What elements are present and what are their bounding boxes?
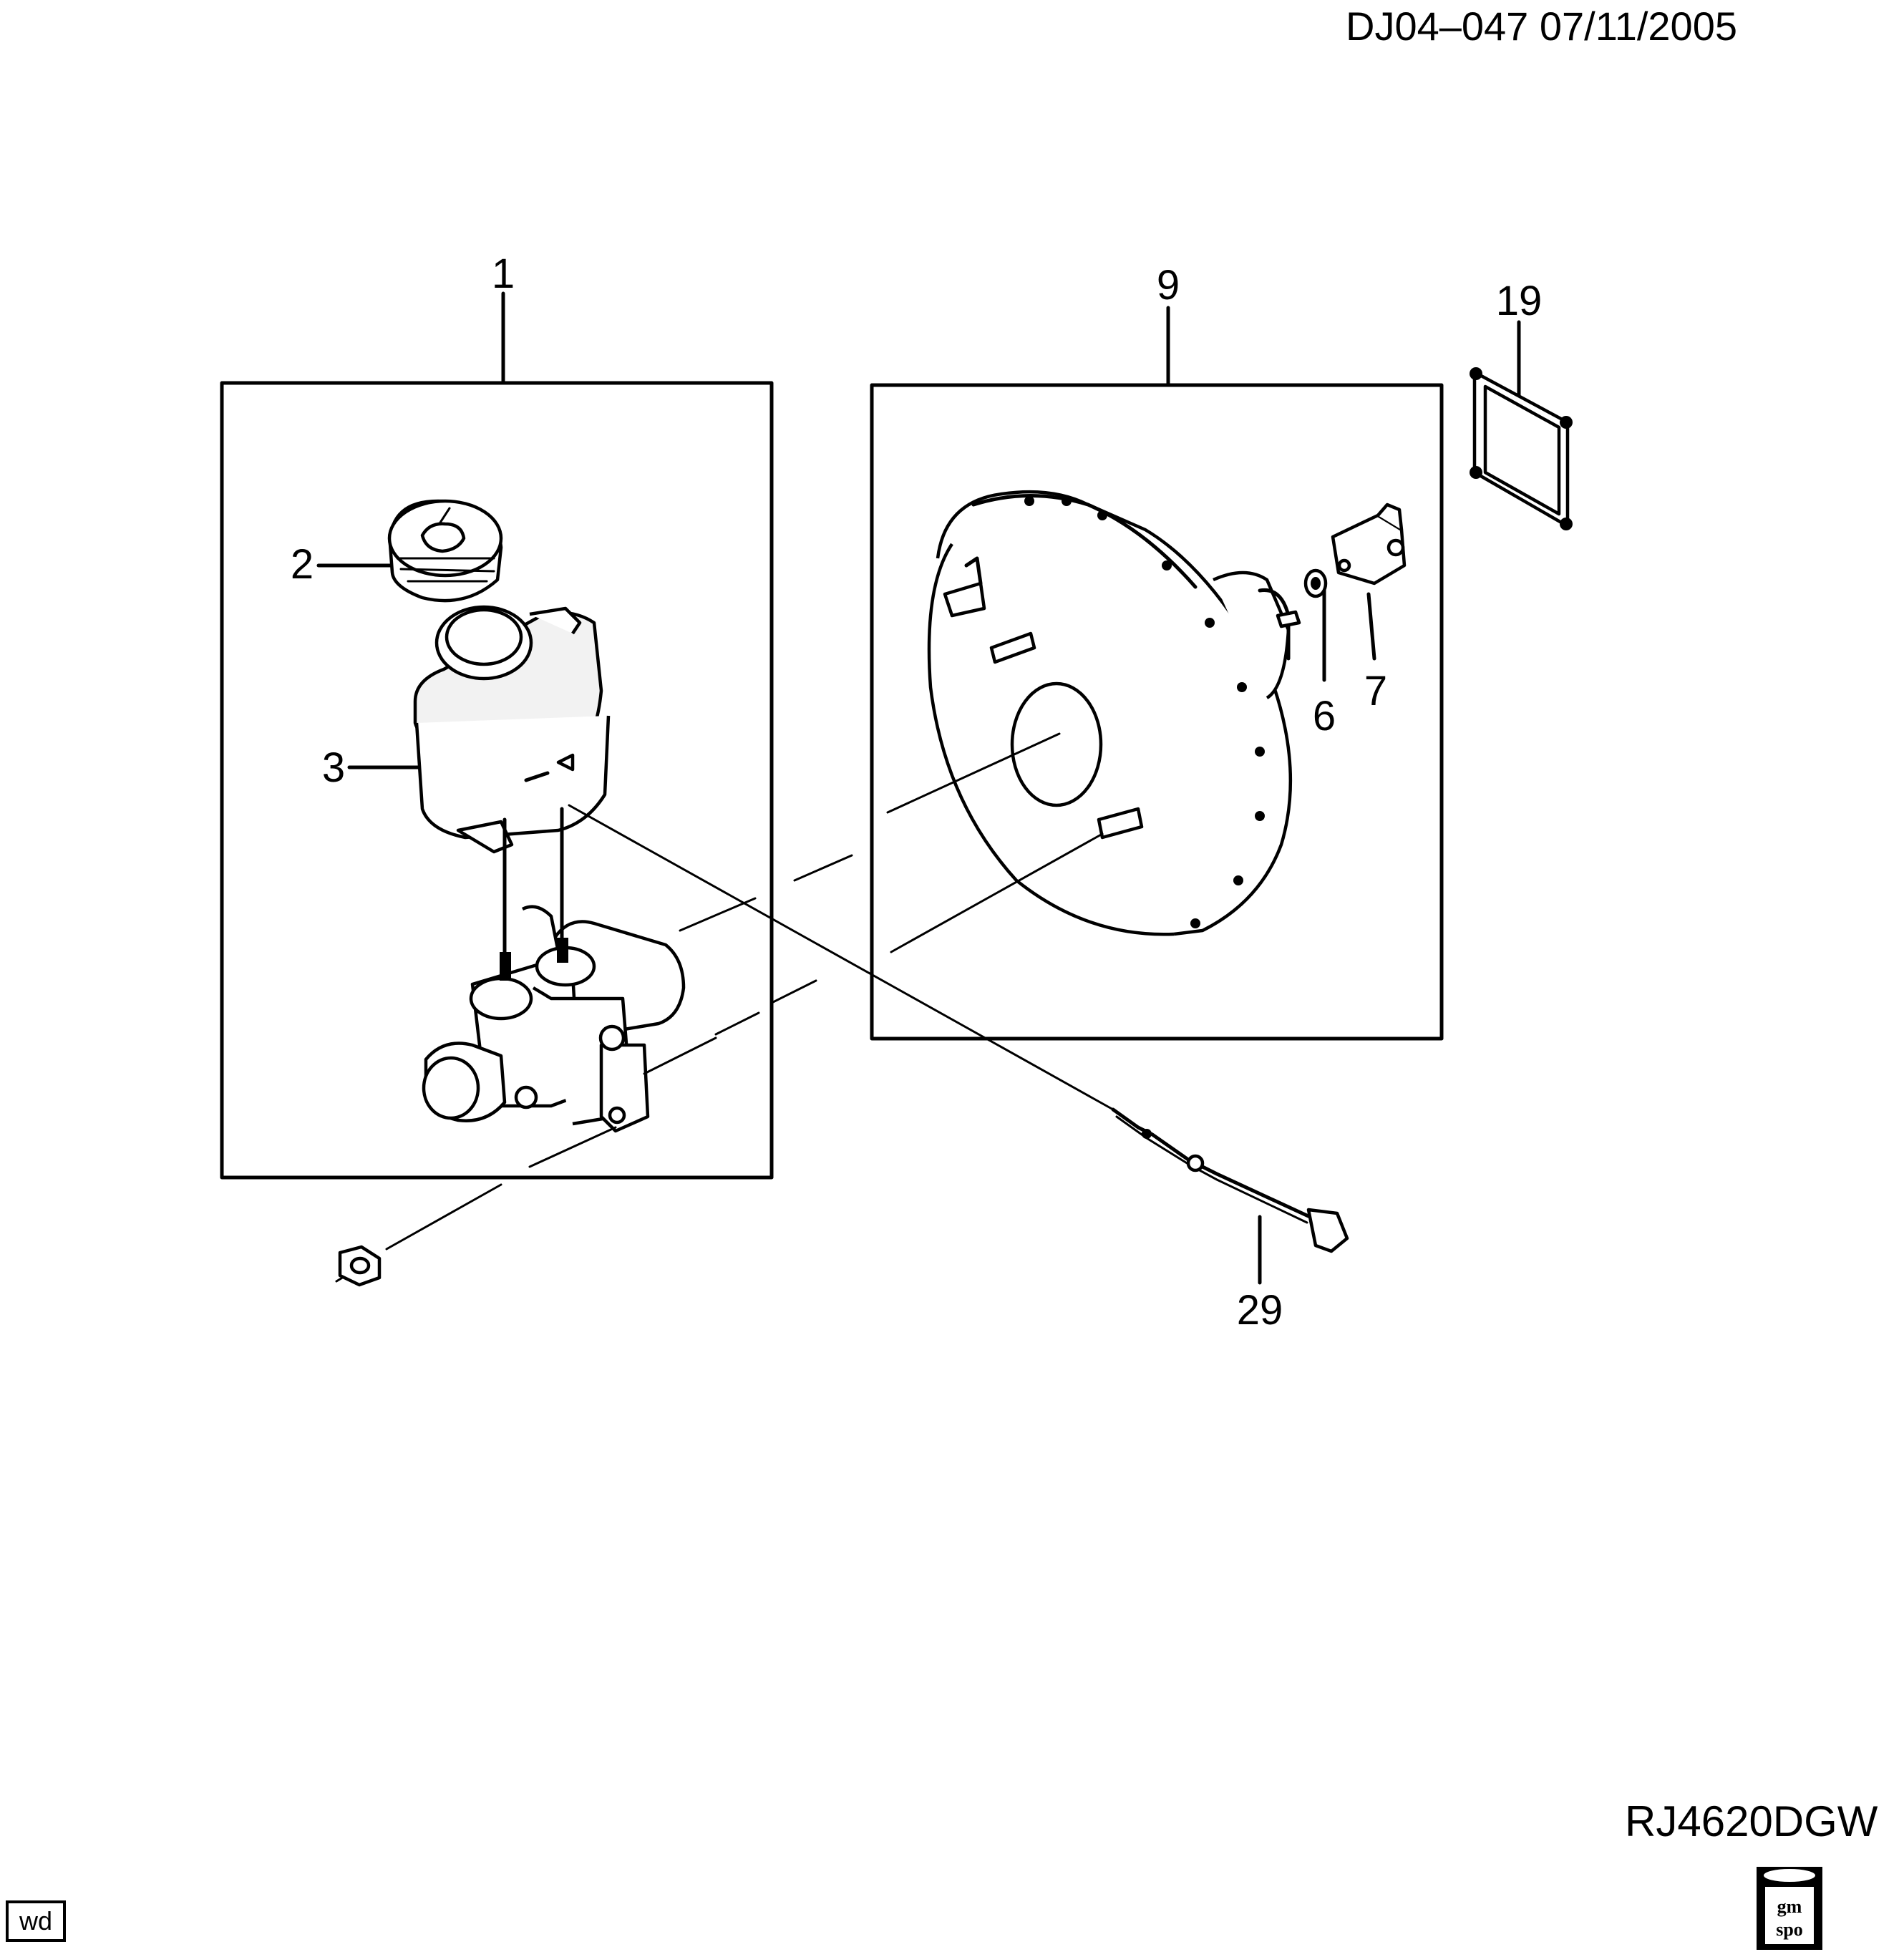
- gasket-19: [1470, 367, 1573, 530]
- callout-1: 1: [492, 251, 515, 297]
- logo-text-bottom: spo: [1776, 1919, 1803, 1940]
- mounting-nut: [338, 1245, 382, 1287]
- logo-text-top: gm: [1777, 1896, 1802, 1917]
- clevis-7: [1331, 502, 1407, 586]
- reservoir-cap-2: [387, 499, 503, 603]
- diagram-header-code: DJ04–047 07/11/2005: [1346, 4, 1737, 49]
- master-cylinder-body: [422, 807, 686, 1133]
- wd-badge: wd: [6, 1900, 66, 1942]
- reservoir-3: [413, 605, 611, 854]
- callout-2: 2: [291, 541, 314, 588]
- callout-3: 3: [322, 744, 345, 791]
- callout-9: 9: [1157, 262, 1180, 309]
- leader-line-7: [1366, 592, 1376, 661]
- gm-spo-logo-icon: gm spo: [1757, 1867, 1822, 1950]
- callout-7: 7: [1364, 668, 1387, 714]
- callout-29: 29: [1237, 1287, 1283, 1334]
- diagram-footer-code: RJ4620DGW: [1625, 1797, 1878, 1845]
- brake-booster-9: [927, 490, 1301, 936]
- group-box-master-cylinder: [220, 381, 774, 1180]
- callout-6: 6: [1313, 693, 1336, 739]
- callout-19: 19: [1496, 278, 1543, 324]
- level-sensor-29: [1111, 1107, 1349, 1253]
- nut-6: [1303, 568, 1328, 598]
- group-box-brake-booster: [870, 383, 1444, 1041]
- assembly-guide-lines: [335, 732, 1114, 1283]
